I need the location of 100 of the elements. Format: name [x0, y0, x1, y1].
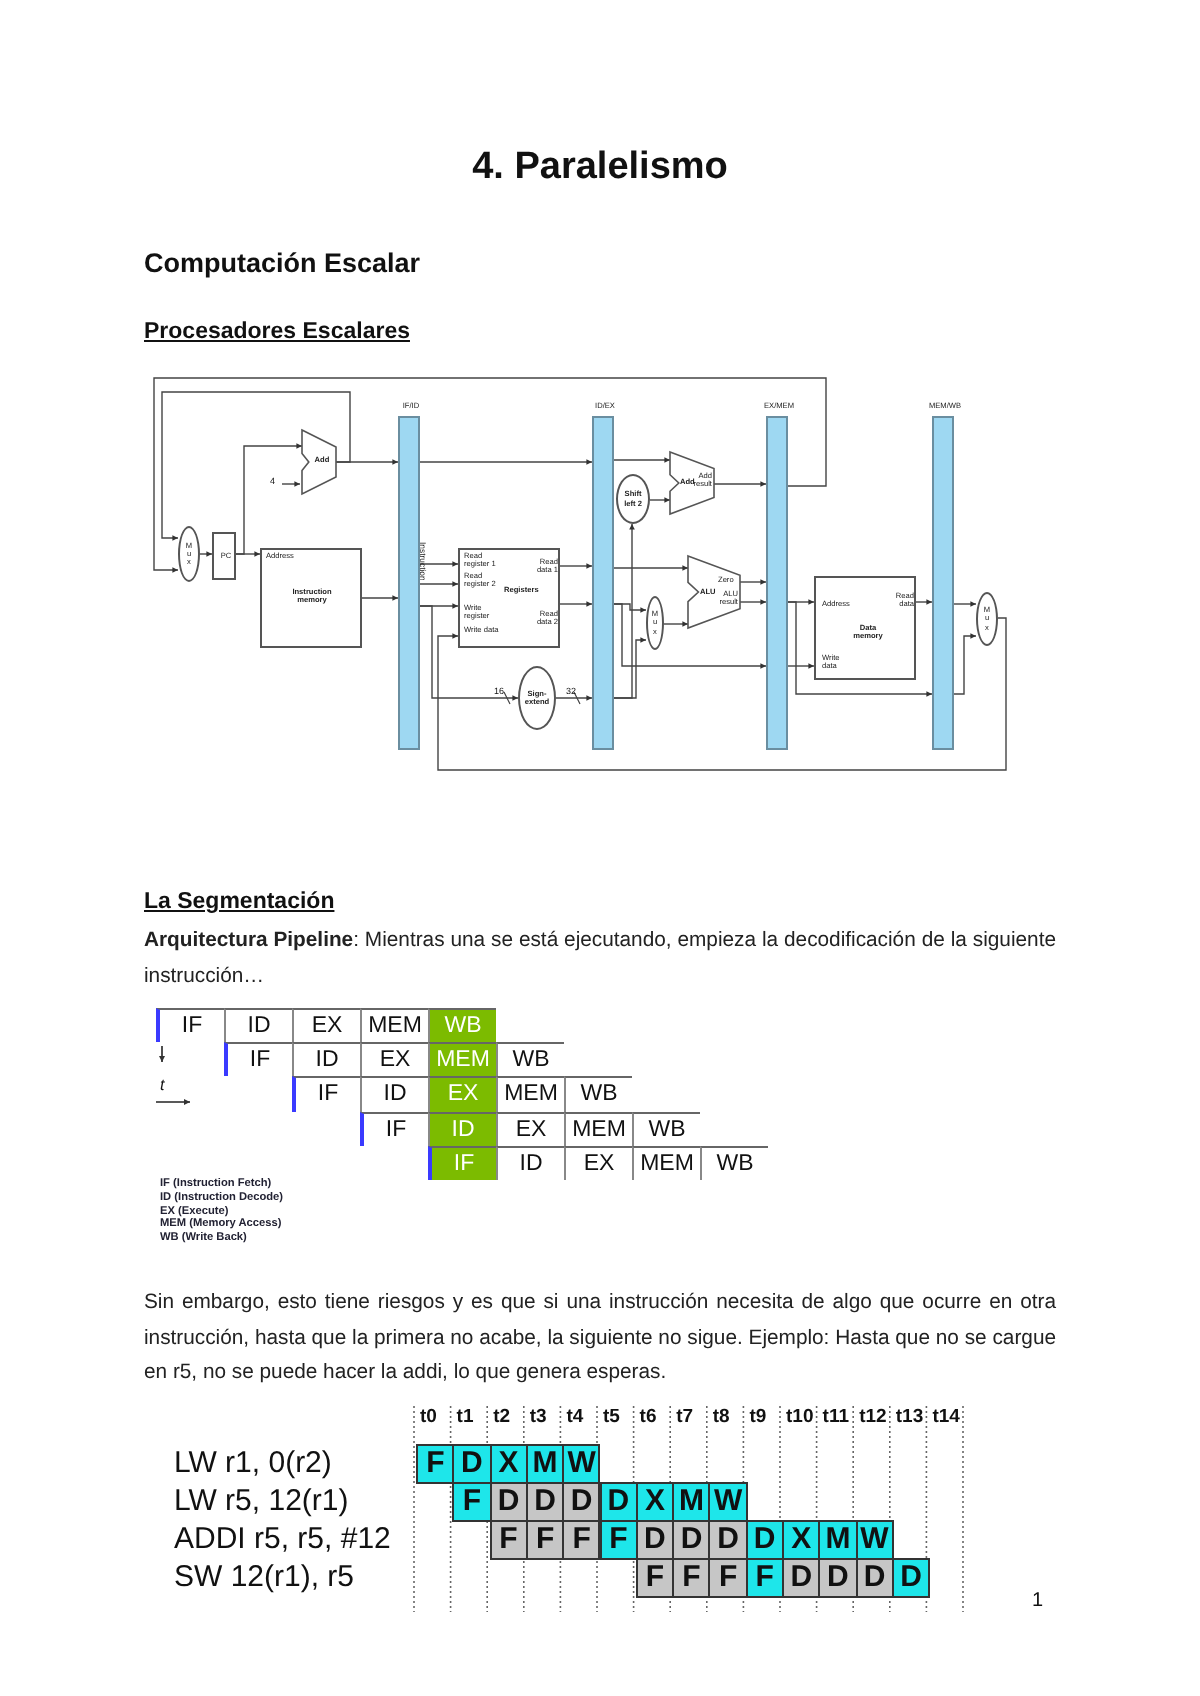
- arrow: [953, 601, 977, 607]
- arrow: [613, 457, 671, 463]
- stall-cell: F: [489, 1520, 528, 1560]
- arrow: [419, 459, 593, 465]
- adder: [302, 430, 336, 494]
- table-cell: ID: [496, 1145, 564, 1180]
- paragraph: Sin embargo, esto tiene riesgos y es que si una instrucción necesita de algo que ocurre en otra instrucción, hasta que la primera no acabe, la siguiente no sigue. Ejemplo: Hasta que no se cargue en r5, no se puede hacer la addi, lo que genera esperas.: [144, 1290, 1056, 1388]
- arrow: [559, 563, 593, 569]
- time-step-label: t14: [932, 1406, 960, 1428]
- arrow: [649, 497, 671, 503]
- multiplexer: [178, 526, 200, 582]
- arrow: [199, 551, 213, 557]
- block: [260, 548, 362, 648]
- stall-cell: F: [562, 1520, 601, 1560]
- stage-cell: D: [745, 1520, 784, 1560]
- stall-cell: F: [525, 1520, 565, 1560]
- stage-cell: F: [599, 1520, 638, 1560]
- block: [212, 532, 236, 580]
- table-cell: ID: [292, 1042, 360, 1077]
- stage-cell: F: [452, 1482, 492, 1522]
- arrow: [613, 603, 767, 669]
- table-cell: ID: [224, 1008, 292, 1043]
- highlighted-table-cell: ID: [428, 1111, 496, 1146]
- table-cell: MEM: [564, 1111, 632, 1146]
- multiplexer: [646, 596, 664, 650]
- instruction-label: LW r1, 0(r2): [174, 1444, 332, 1482]
- arrow: [555, 695, 593, 701]
- arrow: [361, 595, 399, 601]
- time-step-label: t2: [493, 1406, 511, 1428]
- table-cell: IF: [156, 1008, 224, 1043]
- subsection-heading: La Segmentación: [144, 890, 335, 918]
- alu: [688, 556, 740, 628]
- stall-cell: D: [855, 1558, 894, 1598]
- multiplexer: [976, 592, 998, 646]
- time-step-label: t0: [420, 1406, 437, 1428]
- time-step-label: t1: [456, 1406, 474, 1428]
- stage-cell: M: [672, 1482, 711, 1522]
- stage-cell: X: [782, 1520, 821, 1560]
- arrow: [437, 617, 1007, 771]
- table-cell: EX: [496, 1111, 564, 1146]
- section-heading: Computación Escalar: [144, 248, 421, 281]
- arrow: [419, 581, 459, 587]
- stall-cell: D: [672, 1520, 711, 1560]
- arrow: [787, 663, 815, 669]
- stall-cell: D: [708, 1520, 748, 1560]
- stall-cell: F: [672, 1558, 711, 1598]
- arrow: [235, 443, 303, 555]
- arrow: [161, 391, 351, 541]
- block: [458, 548, 560, 648]
- instruction-label: ADDI r5, r5, #12: [174, 1520, 391, 1558]
- arrow: [419, 605, 519, 701]
- highlighted-table-cell: WB: [428, 1008, 496, 1043]
- time-step-label: t9: [749, 1406, 767, 1428]
- table-cell: EX: [292, 1008, 360, 1043]
- page-title: 4. Paralelismo: [470, 146, 730, 190]
- subsection-heading: Procesadores Escalares: [144, 320, 410, 348]
- time-step-label: t6: [639, 1406, 657, 1428]
- stage-cell: M: [818, 1520, 858, 1560]
- stage-cell: D: [599, 1482, 638, 1522]
- table-cell: IF: [224, 1042, 292, 1077]
- arrow: [953, 633, 977, 695]
- table-cell: MEM: [632, 1145, 700, 1180]
- time-step-label: t5: [603, 1406, 620, 1428]
- page-number: 1: [1032, 1590, 1044, 1614]
- highlighted-table-cell: MEM: [428, 1042, 496, 1077]
- time-step-label: t4: [566, 1406, 584, 1428]
- arrow: [713, 481, 767, 487]
- time-step-label: t3: [529, 1406, 547, 1428]
- highlighted-table-cell: EX: [428, 1076, 496, 1112]
- arrow: [613, 637, 647, 699]
- table-cell: WB: [700, 1145, 768, 1180]
- highlighted-table-cell: IF: [428, 1145, 496, 1180]
- arrow: [153, 377, 827, 573]
- stall-cell: F: [635, 1558, 675, 1598]
- arrow: [613, 565, 689, 571]
- table-cell: EX: [564, 1145, 632, 1180]
- stage-cell: X: [489, 1444, 528, 1484]
- paragraph: Arquitectura Pipeline: Mientras una se está ejecutando, empieza la decodificación de la siguiente instrucción…: [144, 928, 1056, 991]
- stall-cell: D: [489, 1482, 528, 1522]
- table-cell: MEM: [496, 1076, 564, 1112]
- stall-cell: D: [818, 1558, 858, 1598]
- stall-cell: F: [708, 1558, 748, 1598]
- time-step-label: t7: [676, 1406, 694, 1428]
- time-step-label: t12: [859, 1406, 887, 1428]
- arrow: [419, 561, 459, 567]
- arrow: [787, 601, 933, 697]
- time-step-label: t8: [712, 1406, 730, 1428]
- instruction-label: SW 12(r1), r5: [174, 1558, 355, 1596]
- stage-cell: W: [708, 1482, 748, 1522]
- function-ellipse: [518, 666, 556, 730]
- stall-cell: D: [562, 1482, 601, 1522]
- arrow: [739, 579, 767, 585]
- stage-cell: F: [416, 1444, 455, 1484]
- table-cell: WB: [496, 1042, 564, 1077]
- instruction-label: LW r5, 12(r1): [174, 1482, 349, 1520]
- stage-cell: F: [745, 1558, 784, 1598]
- stage-cell: W: [855, 1520, 894, 1560]
- table-cell: WB: [632, 1111, 700, 1146]
- arrow: [915, 599, 933, 605]
- time-step-label: t10: [786, 1406, 814, 1428]
